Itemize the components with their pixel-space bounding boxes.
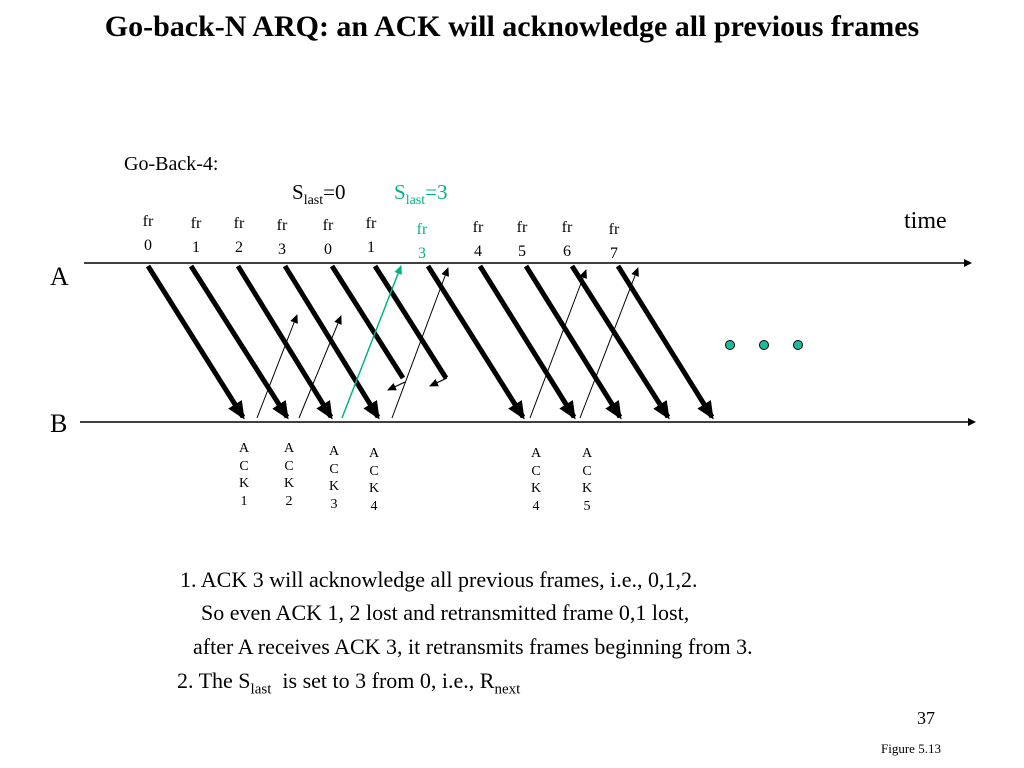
frame-arrow-fr0-retransmit-lost [329,264,406,380]
lost-frame-marker-1 [387,381,406,391]
lost-frame-marker-2 [429,377,448,387]
frame-arrow-fr3-retransmit [425,264,526,420]
frame-arrow-fr5 [523,264,623,420]
frame-arrow-fr2 [235,264,334,420]
go-back-4-label: Go-Back-4: [124,153,219,175]
ack-arrow-ack3 [341,265,402,419]
frame-arrow-fr4 [477,264,577,420]
note-line-4: 2. The Slast is set to 3 from 0, i.e., R… [177,668,521,698]
continuation-dot [759,340,769,350]
receiver-b-label: B [50,409,68,438]
frame-arrow-fr1 [188,264,290,420]
note-line-3: after A receives ACK 3, it retransmits f… [193,634,753,659]
ack-arrow-ack1-lost [256,314,298,419]
time-axis-label: time [904,208,947,234]
ack-arrow-ack2-lost [298,315,342,419]
frame-arrow-fr6 [569,264,671,420]
slast-initial-label: Slast=0 [292,180,346,209]
sender-a-label: A [50,262,69,291]
frame-arrow-fr1-retransmit-lost [372,264,449,380]
ack-arrow-ack5 [579,267,639,419]
note-line-1: 1. ACK 3 will acknowledge all previous f… [180,567,698,592]
frame-arrow-fr3 [282,264,381,420]
frame-arrow-fr0 [145,264,246,420]
page-number: 37 [917,708,935,728]
ack-arrow-ack4 [391,267,449,419]
frame-arrow-fr7 [615,264,715,420]
slast-updated-label: Slast=3 [394,180,448,209]
continuation-dot [793,340,803,350]
note-line-2: So even ACK 1, 2 lost and retransmitted … [201,600,690,625]
ack-arrow-ack4-second [529,269,587,419]
figure-label: Figure 5.13 [881,741,941,756]
slide-title: Go-back-N ARQ: an ACK will acknowledge a… [104,10,920,43]
continuation-dot [725,340,735,350]
